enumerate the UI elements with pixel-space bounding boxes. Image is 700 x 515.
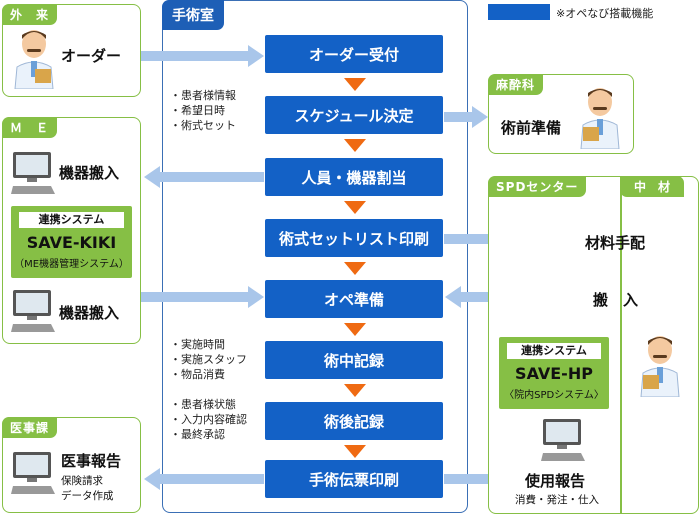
save-hp-sub: 〈院内SPDシステム〉 bbox=[504, 390, 604, 401]
down-arrow-4 bbox=[344, 262, 366, 275]
step-surgery-slip-print: 手術伝票印刷 bbox=[265, 460, 443, 498]
usage-report-label: 使用報告 bbox=[525, 472, 586, 490]
arrow-allocation-to-me bbox=[144, 166, 264, 188]
legend-swatch bbox=[488, 4, 550, 20]
arrow-order-to-reception bbox=[140, 45, 264, 67]
down-arrow-7 bbox=[344, 445, 366, 458]
operating-room-title: 手術室 bbox=[162, 0, 224, 30]
down-arrow-2 bbox=[344, 139, 366, 152]
arrow-slip-to-usage bbox=[444, 468, 514, 490]
central-supply-title: 中 材 bbox=[620, 176, 685, 197]
down-arrow-1 bbox=[344, 78, 366, 91]
down-arrow-3 bbox=[344, 201, 366, 214]
medical-affairs-panel: 医事課 医事報告 保険請求 データ作成 bbox=[2, 417, 141, 513]
me-panel: Ｍ Ｅ 機器搬入 連携システム SAVE-KIKI （ME機器管理システム） 機… bbox=[2, 117, 141, 344]
computer-icon-top bbox=[11, 152, 55, 194]
down-arrow-6 bbox=[344, 384, 366, 397]
step-schedule-decision: スケジュール決定 bbox=[265, 96, 443, 134]
save-hp-name: SAVE-HP bbox=[515, 364, 593, 383]
spd-title: SPDセンター bbox=[488, 176, 587, 197]
step-procedure-setlist-print: 術式セットリスト印刷 bbox=[265, 219, 443, 257]
anesthesia-label: 術前準備 bbox=[501, 119, 562, 137]
arrow-schedule-to-anesthesia bbox=[444, 106, 488, 128]
spd-divider bbox=[620, 177, 622, 513]
save-hp-head: 連携システム bbox=[507, 343, 601, 359]
computer-icon-bottom bbox=[11, 290, 55, 332]
anesthesiologist-icon bbox=[580, 88, 620, 149]
step-order-reception: オーダー受付 bbox=[265, 35, 443, 73]
save-kiki-sub: （ME機器管理システム） bbox=[14, 259, 129, 270]
notes-schedule: ・患者様情報 ・希望日時 ・術式セット bbox=[170, 89, 236, 132]
save-hp-box: 連携システム SAVE-HP 〈院内SPDシステム〉 bbox=[499, 337, 609, 409]
me-title: Ｍ Ｅ bbox=[2, 117, 58, 138]
medical-affairs-sub2: データ作成 bbox=[61, 490, 114, 502]
me-label-top: 機器搬入 bbox=[59, 164, 120, 182]
medical-affairs-label: 医事報告 bbox=[61, 452, 122, 470]
down-arrow-5 bbox=[344, 323, 366, 336]
medical-affairs-sub1: 保険請求 bbox=[61, 475, 103, 487]
step-intraop-record: 術中記録 bbox=[265, 341, 443, 379]
staff-icon bbox=[640, 336, 680, 397]
step-op-preparation: オペ準備 bbox=[265, 280, 443, 318]
outpatient-panel: 外 来 オーダー bbox=[2, 4, 141, 97]
doctor-icon bbox=[14, 30, 54, 89]
outpatient-label: オーダー bbox=[61, 47, 122, 65]
step-down-arrows bbox=[344, 78, 366, 458]
anesthesia-title: 麻酔科 bbox=[488, 74, 544, 95]
carry-in-label: 搬 入 bbox=[593, 291, 639, 309]
legend-text: ※オペなび搭載機能 bbox=[556, 7, 654, 20]
notes-intraop: ・実施時間 ・実施スタッフ ・物品消費 bbox=[170, 338, 247, 381]
step-staff-equipment-allocation: 人員・機器割当 bbox=[265, 158, 443, 196]
materials-label: 材料手配 bbox=[585, 234, 646, 252]
usage-report-sub: 消費・発注・仕入 bbox=[515, 494, 599, 506]
save-kiki-head: 連携システム bbox=[19, 212, 124, 228]
outpatient-title: 外 来 bbox=[2, 4, 58, 25]
arrow-slip-to-medical-affairs bbox=[144, 468, 264, 490]
spd-panel: SPDセンター 中 材 材料手配 搬 入 連携システム SAVE-HP 〈院内S… bbox=[488, 176, 699, 514]
me-label-bottom: 機器搬入 bbox=[59, 304, 120, 322]
computer-icon-spd bbox=[541, 419, 585, 461]
save-kiki-box: 連携システム SAVE-KIKI （ME機器管理システム） bbox=[11, 206, 132, 278]
computer-icon-medical bbox=[11, 452, 55, 494]
save-kiki-name: SAVE-KIKI bbox=[26, 233, 117, 252]
medical-affairs-title: 医事課 bbox=[2, 417, 58, 438]
step-postop-record: 術後記録 bbox=[265, 402, 443, 440]
anesthesia-panel: 麻酔科 術前準備 bbox=[488, 74, 634, 154]
notes-postop: ・患者様状態 ・入力内容確認 ・最終承認 bbox=[170, 398, 247, 441]
arrow-me-to-prep bbox=[140, 286, 264, 308]
